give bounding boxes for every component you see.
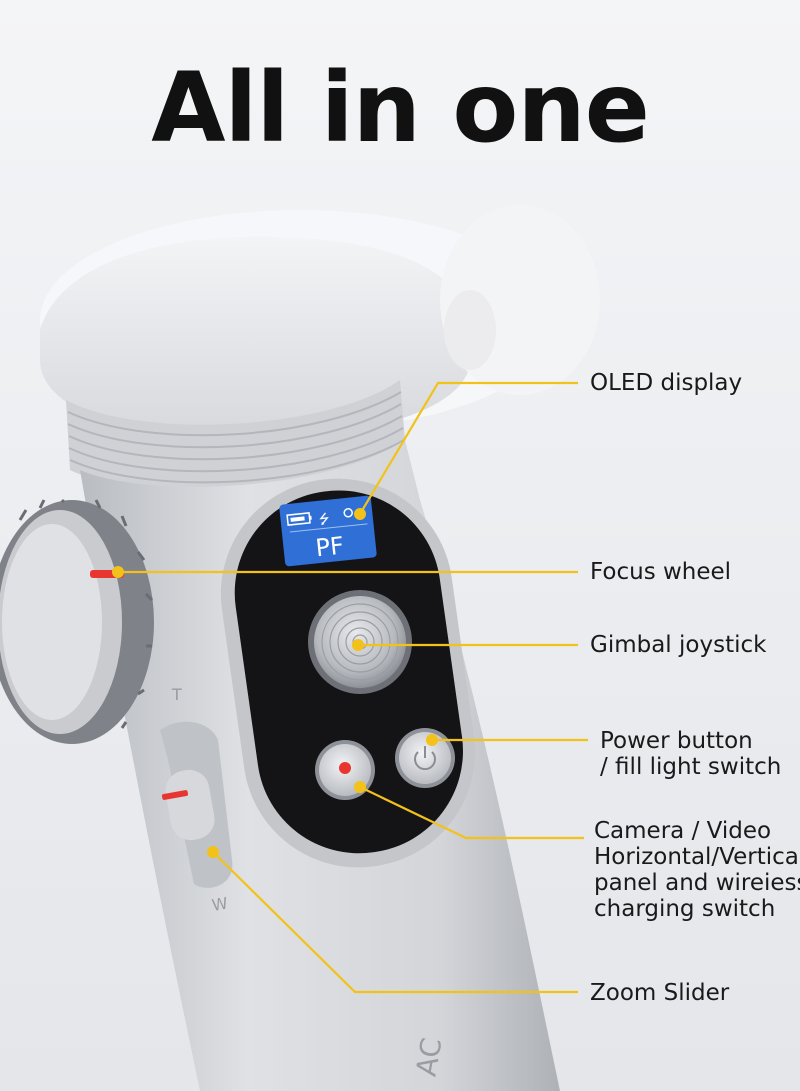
focus-wheel[interactable] — [0, 498, 154, 744]
callout-oled-display: OLED display — [590, 370, 743, 396]
slider-bottom-label: W — [210, 893, 229, 914]
headline: All in one — [151, 52, 650, 164]
gimbal-top-cap — [40, 205, 600, 440]
body-text: AC — [409, 1035, 448, 1078]
callout-gimbal-joystick: Gimbal joystick — [590, 632, 767, 658]
callout-camera-video: Camera / Video Horizontal/Vertical panel… — [594, 818, 800, 922]
callout-power-button: Power button / fill light switch — [600, 728, 782, 780]
oled-screen: ⭍ PF — [279, 495, 377, 567]
callout-dots — [112, 508, 438, 858]
callout-focus-wheel: Focus wheel — [590, 559, 732, 585]
ribbed-ring — [66, 380, 405, 489]
bluetooth-icon: ⭍ — [318, 512, 331, 528]
microphone-icon — [343, 508, 353, 518]
callout-lines — [118, 381, 588, 994]
power-icon — [414, 746, 436, 771]
screen-mode-text: PF — [314, 532, 345, 563]
record-dot-icon — [339, 762, 351, 774]
callout-zoom-slider: Zoom Slider — [590, 980, 730, 1006]
slider-top-label: T — [171, 685, 182, 704]
power-button[interactable] — [395, 728, 455, 788]
